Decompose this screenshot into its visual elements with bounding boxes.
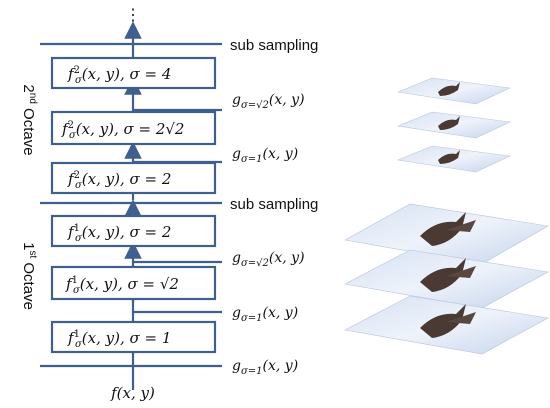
box-octave1-sigma1 — [50, 320, 217, 354]
image-layer-large-bottom — [344, 295, 549, 355]
gaussian-label-2: gσ=√2(x, y) — [232, 250, 305, 269]
box-octave2-sigma2root2 — [50, 110, 217, 146]
box-octave2-sigma4 — [50, 56, 217, 90]
image-layer-small-middle — [396, 111, 512, 139]
image-layer-small-top — [396, 77, 512, 105]
gaussian-label-0: gσ=√2(x, y) — [232, 92, 305, 111]
box-octave1-sigma2 — [50, 214, 217, 248]
octave-label-second: 2nd Octave — [20, 84, 38, 155]
image-layer-small-bottom — [396, 145, 512, 173]
gaussian-label-4: gσ=1(x, y) — [232, 358, 298, 377]
filter-boxes — [50, 56, 217, 354]
gaussian-labels: gσ=√2(x, y) gσ=1(x, y) gσ=√2(x, y) gσ=1(… — [232, 92, 305, 377]
image-layer-large-middle — [344, 249, 549, 309]
octave1-image-stack — [344, 203, 549, 355]
octave-label-first: 1st Octave — [20, 242, 38, 310]
box-octave2-sigma2 — [50, 161, 217, 195]
input-label: f(x, y) — [110, 384, 155, 402]
gaussian-label-1: gσ=1(x, y) — [232, 146, 298, 165]
sub-sampling-label-middle: sub sampling — [230, 196, 318, 213]
box-octave1-sigmaroot2 — [50, 265, 217, 301]
gaussian-label-3: gσ=1(x, y) — [232, 305, 298, 324]
octave2-image-stack — [396, 77, 512, 173]
image-layer-large-top — [344, 203, 549, 265]
sub-sampling-label-top: sub sampling — [230, 37, 318, 54]
continuation-ellipsis: ⋮ — [125, 7, 141, 24]
separator-lines — [40, 42, 222, 368]
